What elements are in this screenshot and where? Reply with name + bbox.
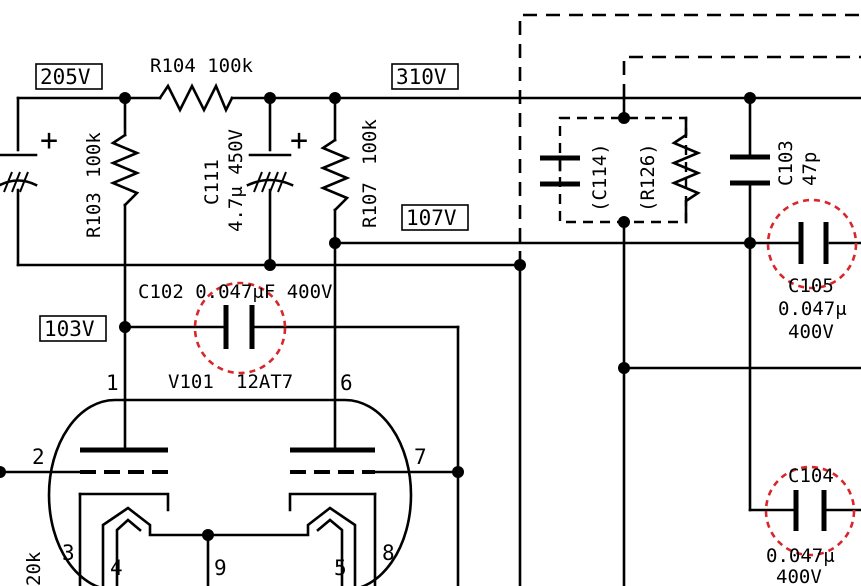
- svg-text:205V: 205V: [40, 65, 91, 89]
- wires: [0, 96, 861, 586]
- capacitor-c114: [540, 155, 580, 187]
- label-r107-name: R107: [359, 182, 381, 228]
- label-r103-value: 100k: [83, 132, 105, 178]
- voltage-107v: 107V: [401, 204, 469, 231]
- label-c105-voltage: 400V: [788, 321, 834, 343]
- pin-8: 8: [382, 541, 395, 565]
- label-r126: (R126): [637, 143, 659, 212]
- svg-text:310V: 310V: [396, 65, 447, 89]
- voltage-205v: 205V: [35, 63, 103, 90]
- label-c102: C102 0.047μF 400V: [138, 281, 332, 303]
- capacitor-c105: [798, 222, 829, 264]
- capacitor-c104: [793, 490, 827, 531]
- plus-marker-left: +: [40, 123, 58, 158]
- pin-4: 4: [110, 556, 123, 580]
- vacuum-tube-v101: [47, 398, 413, 586]
- label-tube-type: 12AT7: [236, 371, 293, 393]
- label-c105-name: C105: [788, 275, 834, 297]
- label-tube: V101: [168, 371, 214, 393]
- pin-1: 1: [106, 371, 119, 395]
- label-c104-voltage: 400V: [776, 566, 822, 586]
- pin-6: 6: [340, 371, 353, 395]
- highlight-c102: [193, 281, 287, 375]
- capacitor-c102: [223, 305, 255, 349]
- pin-3: 3: [62, 541, 75, 565]
- highlight-c104: [764, 465, 856, 557]
- label-c104-value: 0.047μ: [766, 545, 835, 567]
- shield-outline: [518, 13, 861, 265]
- pin-2: 2: [32, 445, 45, 469]
- highlight-c105: [766, 198, 858, 290]
- resistor-r107: [319, 138, 351, 212]
- capacitor-left-electrolytic: [0, 153, 38, 193]
- label-c111-name: C111: [201, 159, 223, 205]
- capacitor-c103: [730, 154, 770, 186]
- resistor-r104: [158, 82, 234, 114]
- label-c104-name: C104: [788, 465, 834, 487]
- svg-text:107V: 107V: [406, 206, 457, 230]
- label-c111-value: 4.7μ 450V: [225, 129, 247, 232]
- highlight-markers: [193, 198, 858, 557]
- label-c103-value: 47p: [799, 152, 821, 186]
- label-resistor-partial: 20k: [23, 551, 45, 586]
- svg-text:103V: 103V: [44, 317, 95, 341]
- capacitor-c111: [246, 153, 294, 193]
- label-c103-name: C103: [775, 140, 797, 186]
- label-r103-name: R103: [83, 192, 105, 238]
- resistor-r103: [109, 133, 141, 207]
- voltage-103v: 103V: [39, 315, 107, 342]
- label-r107-value: 100k: [359, 119, 381, 165]
- label-c114: (C114): [589, 143, 611, 212]
- plus-marker-c111: +: [290, 123, 308, 158]
- label-c105-value: 0.047μ: [778, 298, 847, 320]
- pin-5: 5: [334, 556, 347, 580]
- resistor-r126: [670, 116, 702, 224]
- pin-7: 7: [414, 445, 427, 469]
- voltage-310v: 310V: [391, 63, 459, 90]
- pin-9: 9: [214, 556, 227, 580]
- label-r104: R104 100k: [150, 55, 254, 77]
